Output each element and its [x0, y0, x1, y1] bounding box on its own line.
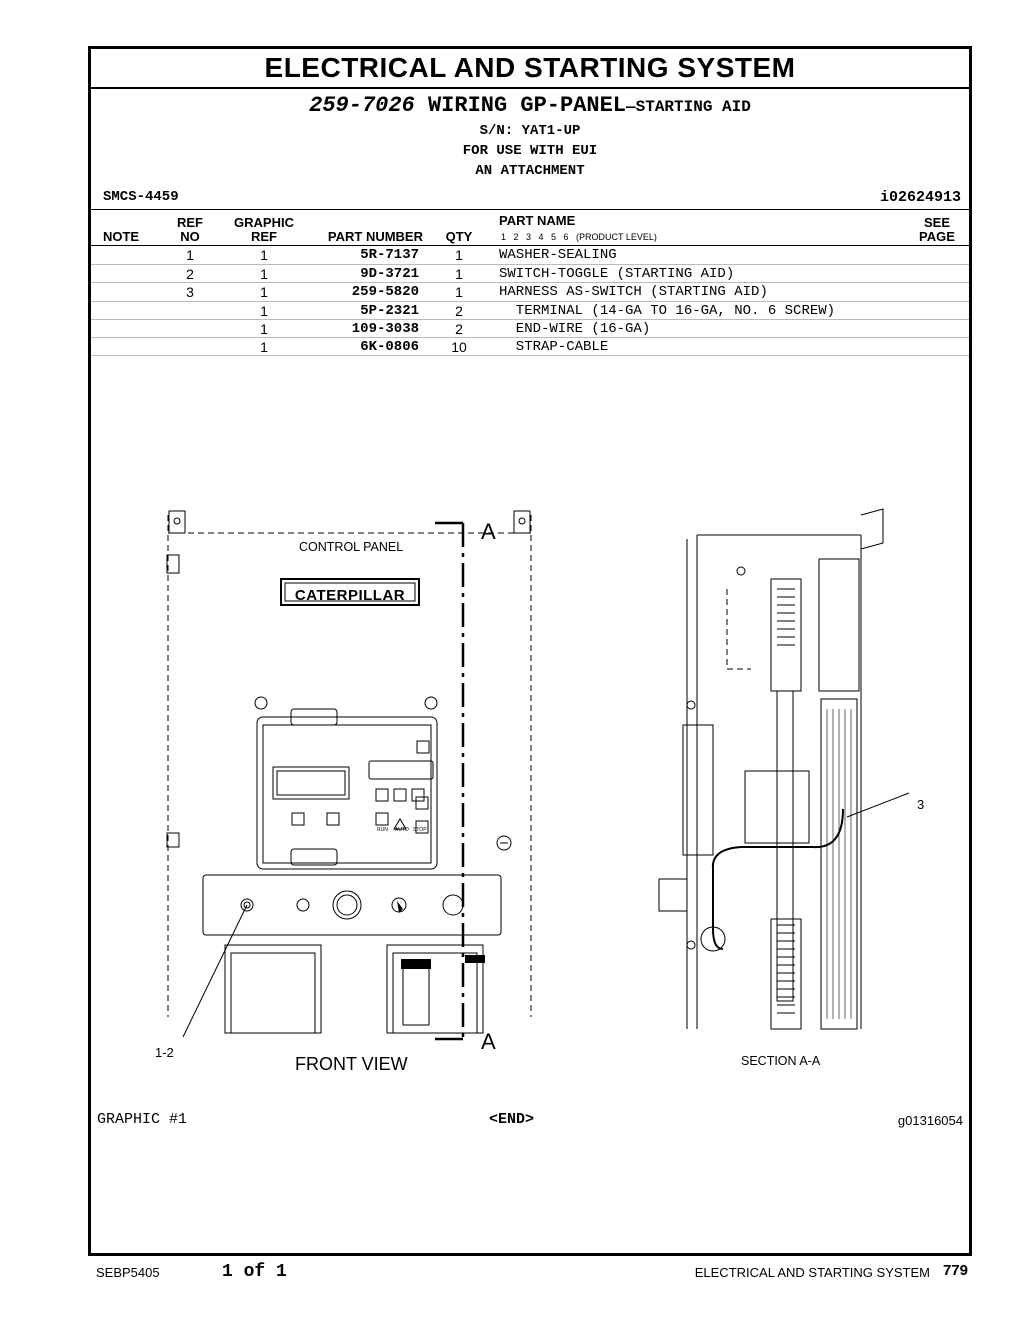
doc-id: i02624913 — [879, 189, 961, 206]
section-title: ELECTRICAL AND STARTING SYSTEM — [91, 49, 969, 89]
label-control-panel: CONTROL PANEL — [299, 540, 403, 554]
header-graphic-bottom: REF — [251, 229, 277, 244]
table-row: 1 109-3038 2 END-WIRE (16-GA) — [260, 321, 651, 337]
header-ref-bottom: NO — [180, 229, 200, 244]
label-section-a-a: SECTION A-A — [741, 1054, 821, 1068]
use-line-2: AN ATTACHMENT — [475, 163, 585, 179]
table-header-rule — [91, 245, 969, 246]
table-row: 1 6K-0806 10 STRAP-CABLE — [260, 339, 609, 355]
table-row: 2 1 9D-3721 1 SWITCH-TOGGLE (STARTING AI… — [186, 266, 735, 282]
leader-1-2 — [182, 904, 248, 1038]
row-rule — [91, 337, 969, 338]
header-part-name: PART NAME — [499, 213, 576, 228]
leader-3 — [846, 792, 910, 818]
header-part-number: PART NUMBER — [327, 229, 423, 244]
section-cut-line — [435, 521, 465, 1041]
section-marker-bottom: A — [481, 1029, 496, 1054]
callout-3: 3 — [917, 797, 924, 812]
use-line-1: FOR USE WITH EUI — [462, 143, 598, 159]
row-rule — [91, 264, 969, 265]
label-front-view: FRONT VIEW — [295, 1054, 408, 1074]
table-row: 1 5P-2321 2 TERMINAL (14-GA TO 16-GA, NO… — [260, 303, 836, 319]
header-note: NOTE — [102, 229, 140, 244]
row-rule — [91, 319, 969, 320]
section-view — [658, 508, 910, 1030]
callout-1-2: 1-2 — [155, 1045, 174, 1060]
header-see-top: SEE — [923, 215, 950, 230]
group-suffix: —STARTING AID — [626, 98, 751, 116]
row-rule — [91, 282, 969, 283]
footer-section: ELECTRICAL AND STARTING SYSTEM — [694, 1265, 930, 1280]
footer-doc: SEBP5405 — [96, 1265, 160, 1280]
row-rule — [91, 301, 969, 302]
btn-stop-label: STOP — [413, 827, 427, 833]
caterpillar-logo: CATERPILLAR — [295, 587, 405, 604]
table-row: 1 1 5R-7137 1 WASHER-SEALING — [186, 247, 617, 263]
group-title: 259-7026 WIRING GP-PANEL—STARTING AID — [91, 93, 969, 118]
graphic-label: GRAPHIC #1 — [97, 1111, 188, 1128]
header-qty: QTY — [445, 229, 473, 244]
footer-page-number: 779 — [942, 1262, 968, 1279]
section-marker-top: A — [481, 519, 496, 544]
serial-range: S/N: YAT1-UP — [479, 123, 581, 139]
header-product-levels: 1 2 3 4 5 6 (PRODUCT LEVEL) — [501, 232, 657, 242]
btn-auto-label: AUTO — [395, 827, 409, 833]
row-rule — [91, 355, 969, 356]
graphic-id: g01316054 — [897, 1113, 963, 1128]
btn-run-label: RUN — [377, 827, 388, 833]
header-see-bottom: PAGE — [919, 229, 955, 244]
header-ref-top: REF — [177, 215, 203, 230]
smcs-code: SMCS-4459 — [103, 189, 179, 205]
header-graphic-top: GRAPHIC — [234, 215, 294, 230]
group-number: 259-7026 — [309, 93, 415, 118]
group-name: WIRING GP-PANEL — [427, 93, 627, 118]
end-label: <END> — [489, 1111, 535, 1128]
table-top-rule — [91, 209, 969, 210]
wiring-drawing: CONTROL PANEL CATERPILLAR RUN AUTO STOP … — [155, 508, 924, 1074]
page-frame: ELECTRICAL AND STARTING SYSTEM 259-7026 … — [88, 46, 972, 1256]
table-row: 3 1 259-5820 1 HARNESS AS-SWITCH (STARTI… — [186, 284, 768, 300]
footer-page-of: 1 of 1 — [222, 1262, 287, 1282]
